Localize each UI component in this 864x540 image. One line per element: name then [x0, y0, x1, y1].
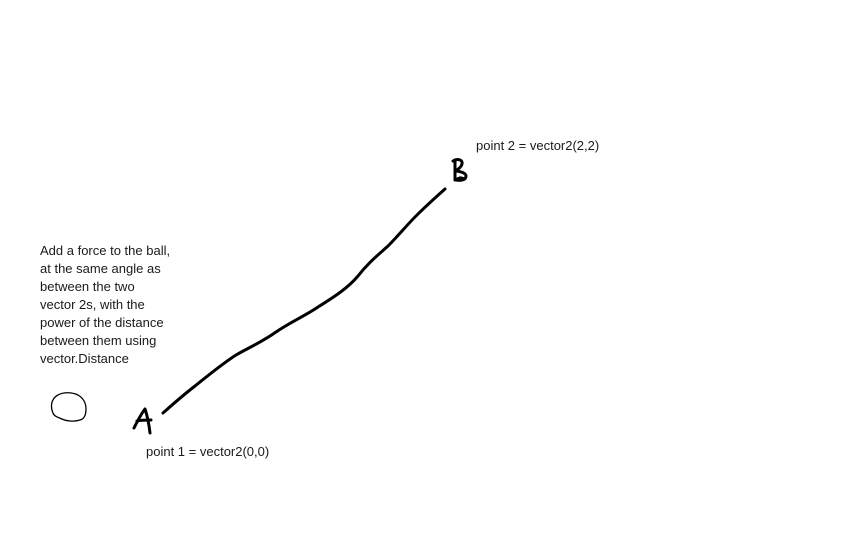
note-line: power of the distance [40, 315, 164, 330]
instruction-note: Add a force to the ball, at the same ang… [40, 242, 200, 368]
connector-line [161, 187, 447, 415]
note-line: at the same angle as [40, 261, 161, 276]
ball-circle-icon [50, 392, 87, 422]
point-b-glyph-icon [451, 158, 468, 182]
note-line: Add a force to the ball, [40, 243, 171, 258]
note-line: between the two [40, 279, 135, 294]
note-line: vector 2s, with the [40, 297, 145, 312]
point-a-glyph-icon [132, 407, 153, 435]
note-line: vector.Distance [40, 351, 129, 366]
note-line: between them using [40, 333, 157, 348]
point-2-label: point 2 = vector2(2,2) [476, 138, 600, 153]
point-1-label: point 1 = vector2(0,0) [146, 444, 270, 459]
